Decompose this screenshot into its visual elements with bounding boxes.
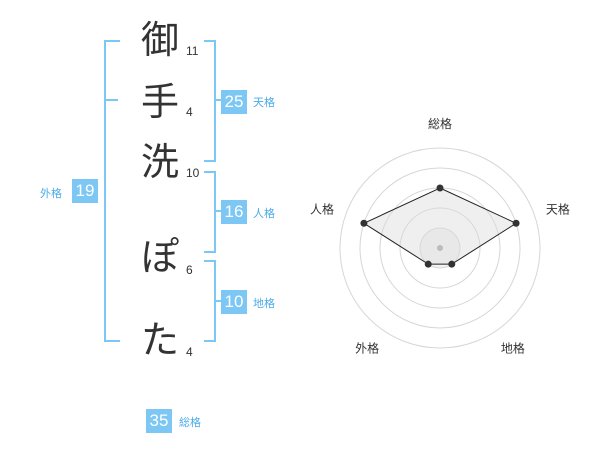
radar-axis-label-1: 総格 bbox=[428, 116, 452, 131]
name-char-1: 御 bbox=[140, 18, 179, 62]
chikaku-value-badge: 10 bbox=[221, 290, 247, 314]
tenkaku-bracket-tick bbox=[214, 99, 222, 101]
gaikaku-value-badge: 19 bbox=[72, 179, 98, 203]
stroke-count-5: 4 bbox=[186, 345, 193, 359]
jinkaku-bracket bbox=[204, 171, 216, 253]
radar-point-5 bbox=[360, 219, 368, 227]
gaikaku-bracket bbox=[104, 40, 120, 342]
radar-point-4 bbox=[424, 260, 432, 268]
jinkaku-label: 人格 bbox=[253, 207, 275, 220]
tenkaku-bracket bbox=[204, 40, 216, 162]
jinkaku-bracket-tick bbox=[214, 210, 222, 212]
tenkaku-label: 天格 bbox=[253, 96, 275, 109]
stroke-count-3: 10 bbox=[186, 166, 200, 180]
name-char-4: ぽ bbox=[140, 235, 179, 279]
radar-point-1 bbox=[436, 184, 444, 192]
radar-grid-ring bbox=[359, 167, 521, 329]
radar-axis-label-3: 地格 bbox=[501, 340, 525, 355]
name-char-2: 手 bbox=[140, 80, 179, 124]
soukaku-value-badge: 35 bbox=[146, 409, 172, 433]
radar-point-3 bbox=[448, 260, 456, 268]
tenkaku-value-badge: 25 bbox=[221, 90, 247, 114]
soukaku-label: 総格 bbox=[179, 416, 201, 429]
name-char-5: た bbox=[140, 318, 179, 362]
radar-axis-label-4: 外格 bbox=[355, 340, 379, 355]
radar-grid-ring bbox=[399, 207, 481, 289]
gaikaku-bracket-tick bbox=[104, 99, 118, 101]
radar-center-point bbox=[437, 245, 443, 251]
radar-value-polygon bbox=[362, 187, 518, 265]
chikaku-label: 地格 bbox=[253, 297, 275, 310]
radar-axis-label-2: 天格 bbox=[546, 202, 570, 217]
gaikaku-label: 外格 bbox=[40, 187, 62, 200]
stroke-count-1: 11 bbox=[186, 44, 199, 58]
chikaku-bracket-tick bbox=[214, 300, 222, 302]
radar-point-2 bbox=[512, 219, 520, 227]
radar-axis-label-5: 人格 bbox=[310, 202, 334, 217]
name-char-3: 洗 bbox=[140, 140, 179, 184]
jinkaku-value-badge: 16 bbox=[221, 200, 247, 224]
radar-grid-ring bbox=[339, 147, 541, 349]
stroke-count-2: 4 bbox=[186, 105, 193, 119]
stroke-count-4: 6 bbox=[186, 263, 193, 277]
